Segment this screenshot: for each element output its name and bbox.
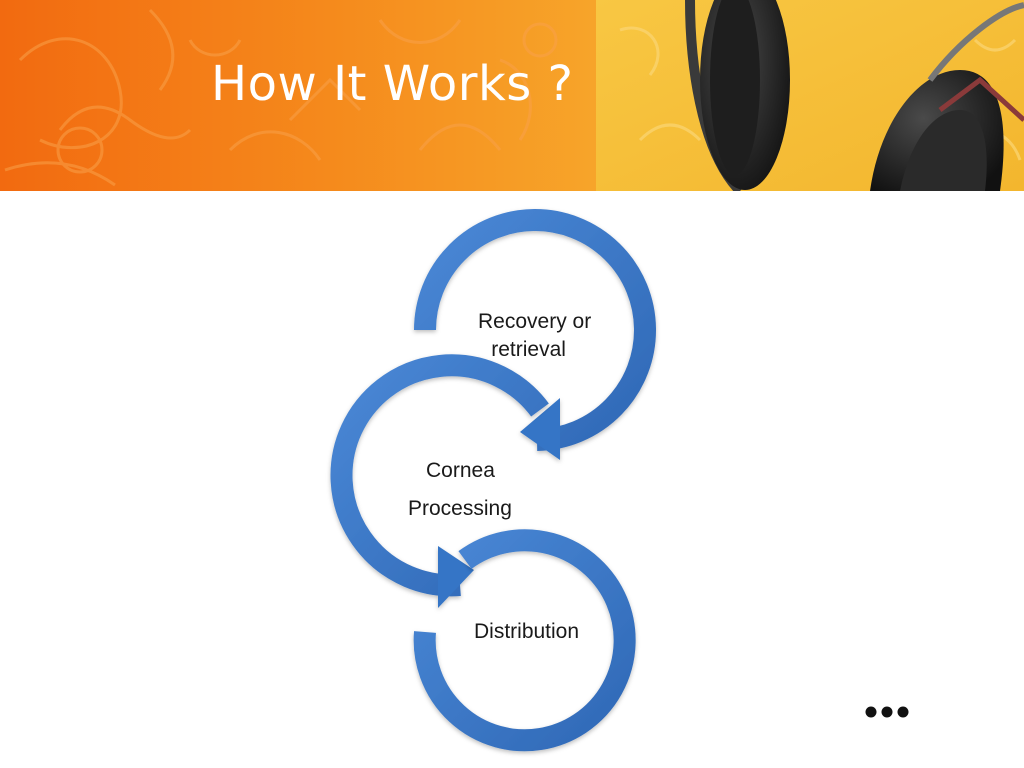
step-label-processing-line1: Cornea bbox=[426, 459, 495, 482]
circular-arrow-processing bbox=[330, 354, 549, 608]
step-label-recovery: Recovery or retrieval bbox=[478, 308, 591, 364]
step-label-recovery-line1: Recovery or bbox=[478, 310, 592, 333]
doodle-pattern bbox=[4, 8, 558, 187]
step-label-distribution: Distribution bbox=[474, 620, 579, 644]
circular-arrow-recovery bbox=[414, 209, 656, 460]
headphones-photo bbox=[685, 0, 1024, 191]
step-label-recovery-line2: retrieval bbox=[491, 338, 566, 361]
slide-title: How It Works ? bbox=[211, 56, 574, 112]
circular-ring-distribution bbox=[413, 529, 636, 752]
banner-graphic bbox=[0, 0, 1024, 191]
more-dots-icon[interactable] bbox=[864, 700, 910, 724]
step-label-distribution-line1: Distribution bbox=[474, 620, 580, 643]
step-label-processing: Cornea Processing bbox=[408, 452, 512, 528]
step-label-processing-line2: Processing bbox=[408, 497, 512, 520]
header-banner: How It Works ? bbox=[0, 0, 1024, 191]
